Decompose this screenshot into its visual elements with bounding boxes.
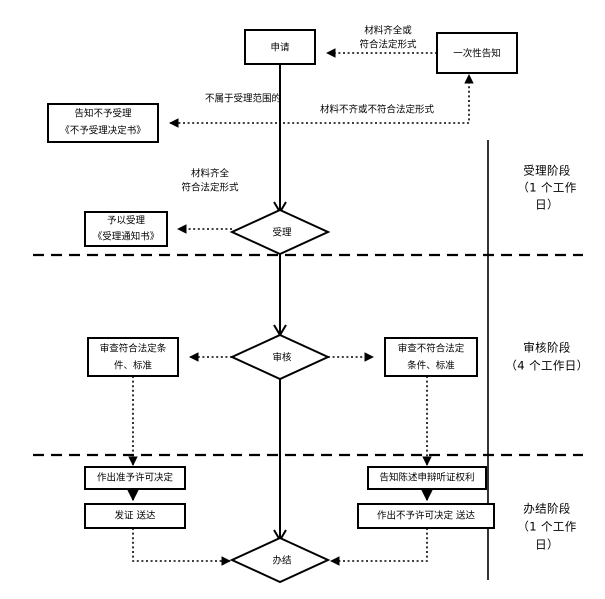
node-grant-permit[interactable]: 作出准予许可决定 (84, 466, 186, 490)
node-review-conform[interactable]: 审查符合法定条 件、标准 (87, 337, 179, 377)
node-notify-rights[interactable]: 告知陈述申辩听证权利 (367, 466, 487, 490)
node-not-accepted-label-1: 告知不予受理 (74, 108, 132, 120)
node-deny-permit[interactable]: 作出不予许可决定 送达 (357, 503, 495, 529)
stage-label-accept-line-2: （1 个工作 (517, 181, 576, 195)
edge-label-complete-mid-line-2: 符合法定形式 (181, 182, 239, 194)
node-not-accepted-label-2: 《不予受理决定书》 (60, 125, 146, 137)
node-issue-deliver-label: 发证 送达 (114, 510, 156, 522)
node-done-decision-label: 办结 (272, 555, 291, 567)
node-onetime-notice[interactable]: 一次性告知 (436, 32, 518, 74)
edge-label-out-of-scope: 不属于受理范围的 (205, 93, 281, 105)
node-accepted[interactable]: 予以受理 《受理通知书》 (84, 211, 168, 247)
node-review-conform-label-1: 审查符合法定条 (100, 343, 167, 355)
node-issue-deliver[interactable]: 发证 送达 (84, 503, 186, 529)
node-deny-permit-label: 作出不予许可决定 送达 (377, 510, 476, 522)
stage-label-accept: 受理阶段 （1 个工作 日） (517, 164, 576, 212)
node-review-nonconform[interactable]: 审查不符合法定 条件、标准 (384, 337, 478, 377)
edge-label-incomplete: 材料不齐或不符合法定形式 (320, 104, 435, 116)
stage-label-review-line-2: （4 个工作日） (505, 359, 588, 373)
node-notify-rights-label: 告知陈述申辩听证权利 (379, 472, 474, 484)
edge-label-complete-top-line-2: 符合法定形式 (359, 39, 417, 51)
node-review-conform-label-2: 件、标准 (114, 360, 153, 372)
node-shouli-decision-label: 受理 (272, 227, 292, 239)
stage-label-accept-line-3: 日） (535, 198, 559, 212)
edge-label-complete-top: 材料齐全或 符合法定形式 (359, 25, 417, 51)
node-shenhe-decision[interactable]: 审核 (229, 333, 331, 381)
stage-label-accept-line-1: 受理阶段 (523, 164, 571, 178)
edge-incomplete-to-onetime (283, 74, 474, 124)
stage-label-done-line-1: 办结阶段 (523, 502, 571, 516)
node-accepted-label-1: 予以受理 (107, 215, 146, 227)
stage-label-review-line-1: 审核阶段 (523, 341, 571, 355)
stage-label-done-line-2: （1 个工作 (517, 520, 576, 534)
node-review-nonconform-label-2: 条件、标准 (407, 360, 455, 372)
node-review-nonconform-label-1: 审查不符合法定 (398, 343, 465, 355)
stage-label-done: 办结阶段 （1 个工作 日） (517, 502, 576, 552)
edge-label-complete-mid: 材料齐全 符合法定形式 (181, 168, 239, 194)
node-grant-permit-label: 作出准予许可决定 (97, 472, 174, 484)
node-accepted-label-2: 《受理通知书》 (93, 231, 160, 243)
node-apply-label: 申请 (270, 42, 290, 54)
node-apply[interactable]: 申请 (244, 29, 316, 65)
edge-issue-to-done (132, 528, 231, 566)
node-shenhe-decision-label: 审核 (272, 352, 292, 364)
stage-label-review: 审核阶段 （4 个工作日） (505, 341, 588, 373)
edge-label-complete-top-line-1: 材料齐全或 (364, 25, 412, 37)
node-onetime-notice-label: 一次性告知 (453, 48, 501, 60)
node-shouli-decision[interactable]: 受理 (229, 208, 331, 256)
edge-label-complete-mid-line-1: 材料齐全 (191, 168, 230, 180)
edge-nopermit-to-done (330, 528, 428, 566)
node-not-accepted[interactable]: 告知不予受理 《不予受理决定书》 (47, 103, 159, 143)
node-done-decision[interactable]: 办结 (229, 536, 331, 584)
stage-label-done-line-3: 日） (535, 538, 559, 552)
